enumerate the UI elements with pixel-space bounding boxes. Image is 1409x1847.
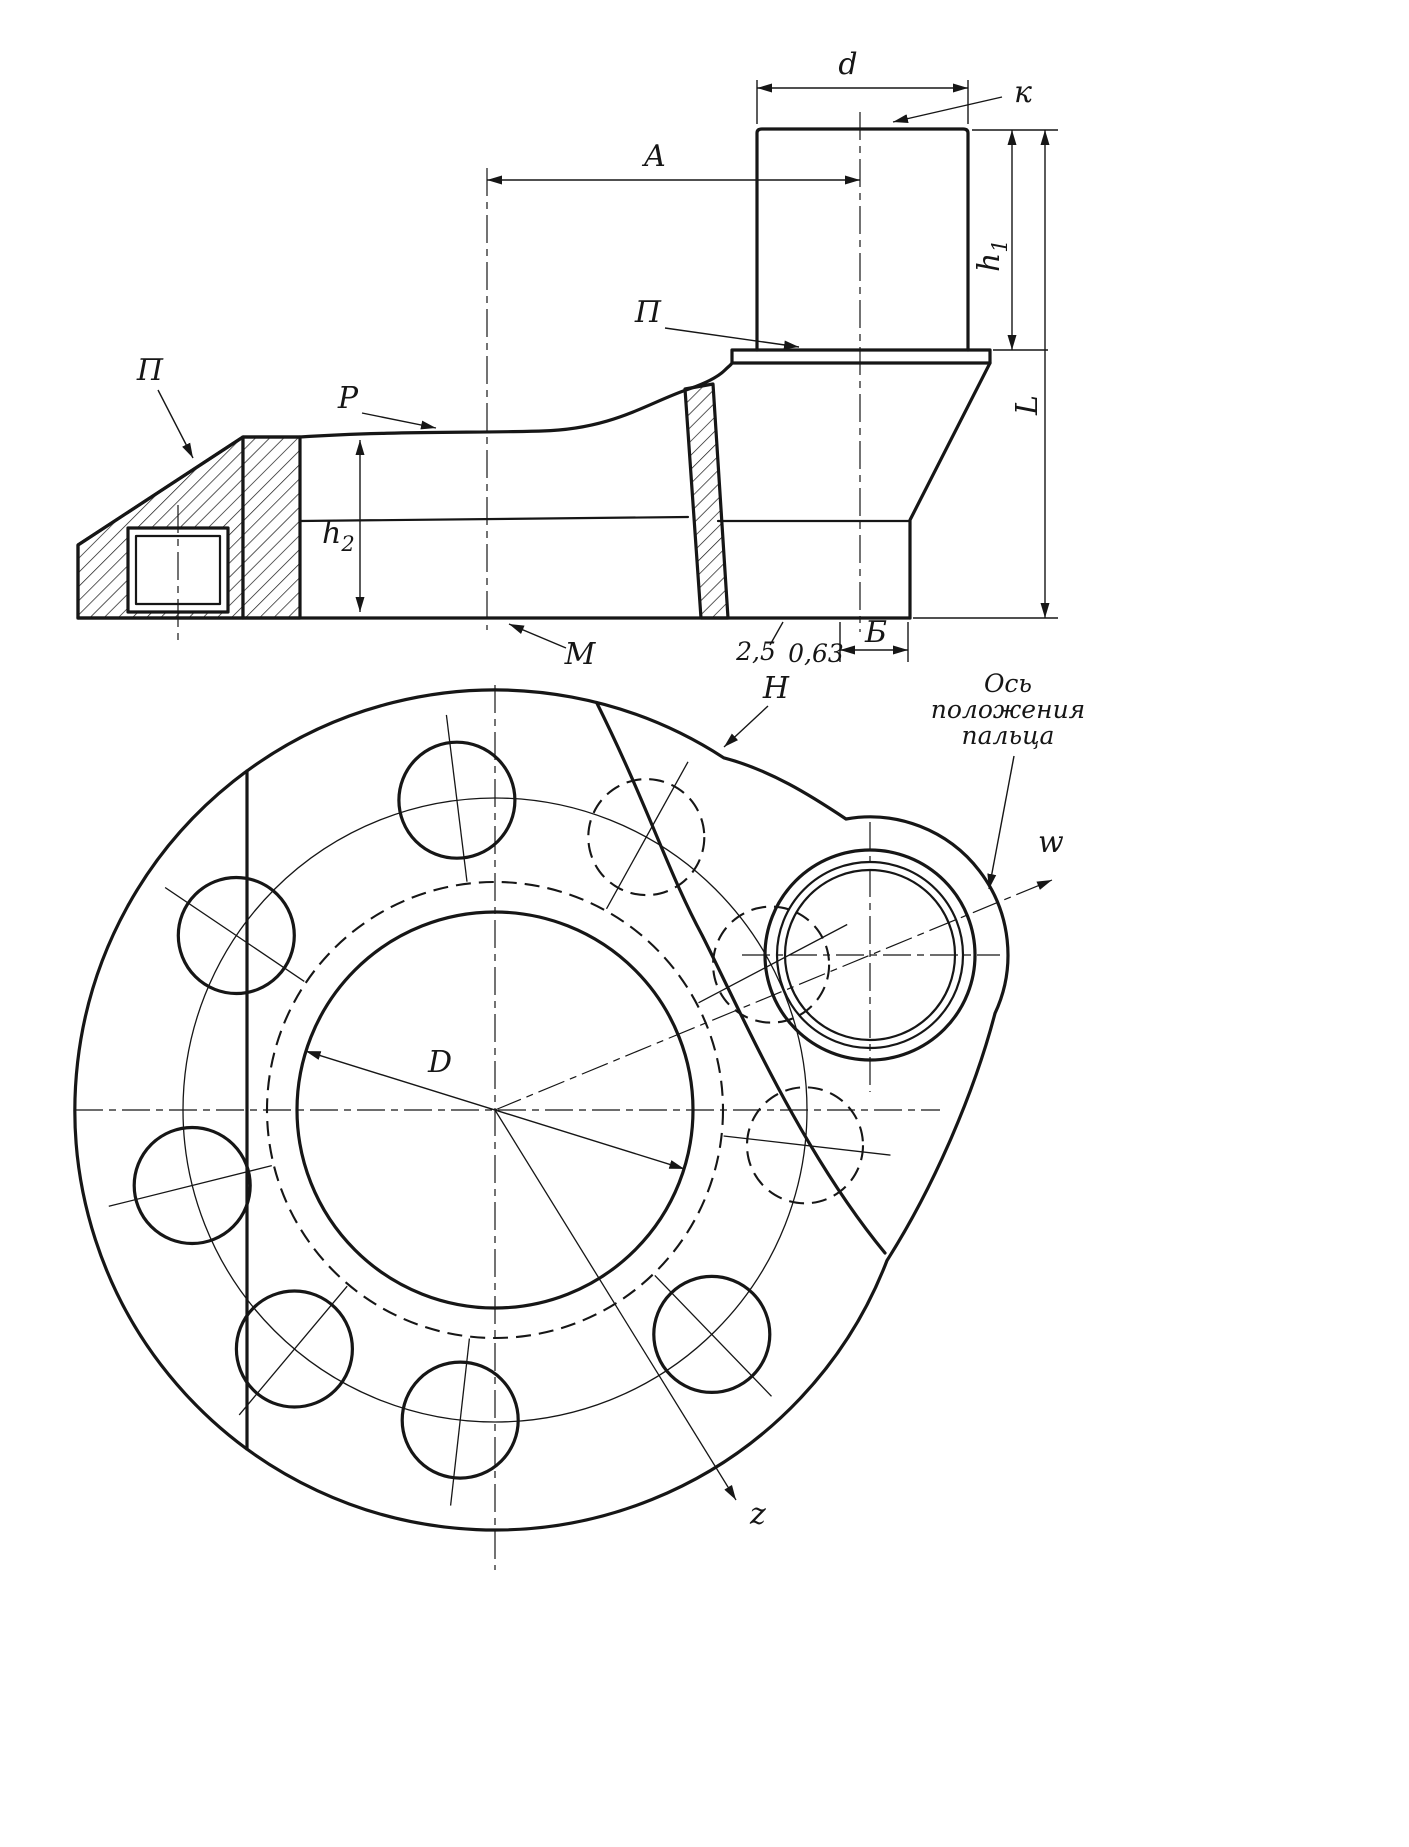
m-label: М: [564, 637, 597, 672]
pin-axis-note-leader: [987, 755, 1015, 890]
right-rib-section-hatch: [683, 382, 730, 620]
z-arrow: [494, 1109, 737, 1501]
dim-h1-label: h1: [972, 239, 1012, 272]
bolt-hole-hidden: [712, 905, 831, 1024]
roughness-25-leader: [769, 621, 784, 646]
r-leader: [361, 412, 437, 430]
n-leader: [723, 705, 769, 748]
dim-h2-label: h2: [322, 516, 355, 556]
pin-boss-outline: [755, 127, 970, 352]
p-left-label: П: [136, 353, 164, 388]
roughness-25-label: 2,5: [735, 637, 776, 666]
p-plate-leader: [664, 327, 800, 350]
n-label: Н: [762, 671, 790, 706]
bolt-hole: [132, 1125, 252, 1246]
r-label: Р: [337, 381, 359, 416]
bolt-hole: [652, 1274, 772, 1395]
dim-l-label: L: [1010, 395, 1045, 416]
pin-axis-note-line1: Ось: [984, 669, 1032, 698]
pin-axis-note-line3: пальца: [962, 721, 1055, 750]
p-plate-label: П: [634, 295, 662, 330]
web-lower-edge: [298, 515, 690, 523]
pin-axis-note-line2: положения: [931, 695, 1085, 724]
w-label: w: [1038, 825, 1064, 860]
bolt-hole: [176, 875, 296, 996]
flange-outer-contour: [73, 688, 1010, 1532]
k-label: к: [1014, 75, 1032, 110]
left-wedge-outline: [76, 435, 302, 620]
left-rib-section-hatch: [241, 435, 302, 620]
dim-a-label: A: [641, 139, 666, 174]
boss-pad-edge: [595, 700, 887, 1255]
p-left-leader: [157, 389, 194, 459]
dim-d-big-label: D: [427, 1045, 452, 1080]
bolt-hole: [400, 1360, 520, 1480]
top-surface-curve: [298, 361, 734, 439]
dim-b-label: Б: [864, 615, 887, 650]
k-leader: [892, 96, 1003, 124]
roughness-063-label: 0,63: [788, 639, 844, 668]
bolt-hole-hidden: [587, 778, 706, 897]
m-leader: [508, 623, 567, 649]
z-label: z: [749, 1497, 766, 1532]
side-view: d к A h1 L П П Р h2 М 2,5 0,63: [76, 47, 1058, 672]
washer-plate-outline: [730, 348, 992, 365]
dim-d-label: d: [838, 47, 857, 82]
body-right-outline: [908, 361, 992, 620]
plan-view: D z Н Ось положения пальца w: [73, 669, 1085, 1570]
bolt-hole: [234, 1289, 354, 1409]
bolt-hole: [397, 740, 517, 860]
bolt-hole-hidden: [745, 1086, 865, 1205]
